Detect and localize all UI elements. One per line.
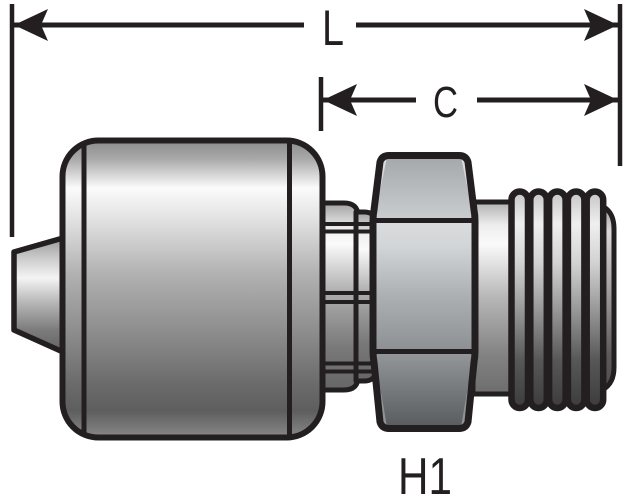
thread-crest-3 (545, 188, 569, 412)
male-thread-crests (508, 188, 607, 412)
crimp-shell (59, 137, 326, 441)
thread-crest-1 (508, 188, 532, 412)
arrowhead-l-right-icon (584, 9, 618, 41)
dimension-c: C (318, 77, 618, 131)
thread-crest-2 (527, 188, 551, 412)
dimension-l: L (9, 0, 623, 237)
dimension-l-label: L (322, 0, 344, 56)
hose-nipple-tip (11, 235, 66, 355)
thread-crest-4 (564, 188, 588, 412)
arrowhead-c-right-icon (584, 84, 618, 116)
hex-nut (369, 152, 479, 432)
hex-outline (369, 152, 479, 432)
arrowhead-c-left-icon (323, 84, 357, 116)
hex-top-face (374, 157, 474, 221)
arrowhead-l-left-icon (14, 9, 48, 41)
hex-main-face (373, 220, 475, 352)
hex-bottom-face (374, 351, 474, 427)
thread-crest-5 (583, 188, 607, 412)
hex-size-label: H1 (398, 448, 452, 503)
dimension-c-label: C (433, 78, 458, 127)
collar-accent-lines (324, 222, 374, 374)
coupling-fitting (11, 137, 617, 441)
